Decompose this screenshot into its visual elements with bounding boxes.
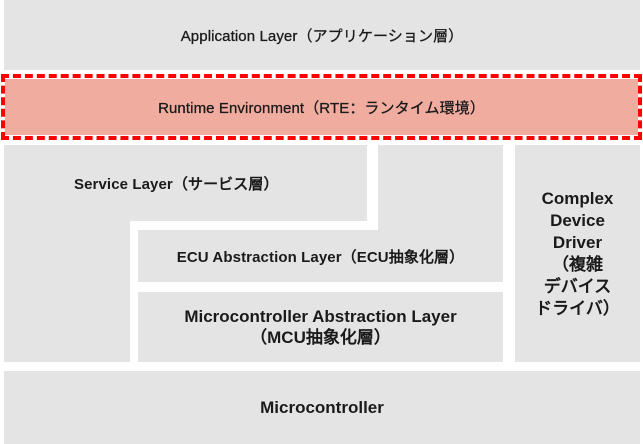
cdd-label-line: Driver — [552, 232, 603, 252]
mcal-layer-label-line1: Microcontroller Abstraction Layer — [184, 307, 457, 326]
ecu-abstraction-block-bar — [138, 230, 503, 282]
rte-layer-block: Runtime Environment（RTE：ランタイム環境） — [5, 79, 638, 135]
service-layer-block-top — [4, 145, 367, 221]
application-layer-block: Application Layer（アプリケーション層） — [4, 0, 640, 70]
ecu-abstraction-block-column — [378, 145, 503, 230]
cdd-label-line: Complex — [541, 188, 614, 208]
cdd-label-line: ドライバ） — [535, 298, 620, 318]
service-layer-block-left — [4, 221, 130, 362]
ecu-abstraction-text-area: ECU Abstraction Layer（ECU抽象化層） — [138, 230, 503, 282]
complex-device-driver-block: Complex Device Driver （複雑 デバイス ドライバ） — [515, 145, 640, 362]
rte-layer-label: Runtime Environment（RTE：ランタイム環境） — [158, 99, 485, 117]
service-layer-text-area: Service Layer（サービス層） — [4, 145, 367, 221]
service-layer-label: Service Layer（サービス層） — [74, 175, 279, 193]
application-layer-label: Application Layer（アプリケーション層） — [180, 27, 464, 45]
mcal-layer-label-line2: （MCU抽象化層） — [250, 328, 391, 347]
cdd-label-line: デバイス — [543, 276, 612, 296]
cdd-label-line: （複雑 — [551, 254, 603, 274]
complex-device-driver-label: Complex Device Driver （複雑 デバイス ドライバ） — [535, 188, 620, 320]
microcontroller-block: Microcontroller — [4, 371, 640, 444]
microcontroller-label: Microcontroller — [260, 398, 384, 417]
mcal-layer-block: Microcontroller Abstraction Layer （MCU抽象… — [138, 292, 503, 362]
cdd-label-line: Device — [550, 210, 605, 230]
ecu-abstraction-layer-label: ECU Abstraction Layer（ECU抽象化層） — [176, 248, 465, 266]
mcal-layer-label: Microcontroller Abstraction Layer （MCU抽象… — [184, 306, 456, 348]
